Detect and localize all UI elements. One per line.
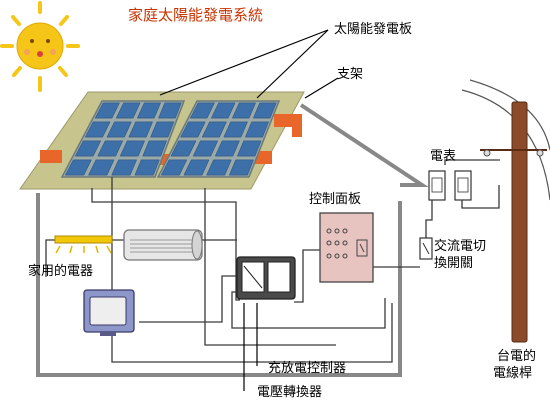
electricity-meter (428, 170, 472, 201)
solar-cell (74, 140, 102, 157)
solar-cell (160, 159, 188, 176)
sun-icon (0, 1, 80, 92)
solar-cell (106, 121, 132, 138)
charge-controller-box (236, 256, 296, 300)
solar-cell (214, 140, 240, 157)
solar-panel (60, 100, 186, 178)
solar-cell (136, 102, 161, 119)
solar-panel (156, 100, 281, 178)
solar-cell (223, 121, 248, 138)
solar-cell (158, 102, 182, 119)
solar-cell (236, 140, 262, 157)
sun-rays (0, 1, 80, 92)
solar-cells (160, 102, 277, 176)
label-pointers (159, 29, 339, 99)
ceiling-light (54, 235, 113, 254)
control-panel (319, 212, 374, 283)
utility-pole-label-line2: 電線桿 (493, 365, 532, 381)
solar-cell (252, 102, 277, 119)
solar-panel-label: 太陽能發電板 (334, 22, 412, 37)
solar-cell (201, 121, 227, 138)
solar-cell (206, 159, 232, 176)
controller-pointers (243, 303, 258, 391)
charge-controller-label: 充放電控制器 (268, 360, 346, 376)
inverter-label: 電壓轉換器 (257, 385, 322, 400)
utility-pole-label-line1: 台電的 (497, 348, 536, 364)
solar-cell (119, 140, 145, 157)
solar-cell (115, 102, 141, 119)
solar-cell (111, 159, 137, 176)
bracket-label: 支架 (337, 67, 363, 82)
control-panel-label: 控制面板 (309, 192, 361, 207)
utility-pole (461, 79, 550, 343)
solar-cell (244, 121, 269, 138)
air-conditioner (123, 229, 203, 261)
solar-cell (97, 140, 124, 157)
solar-cell (170, 140, 197, 157)
solar-cell (189, 102, 215, 119)
ac-switch-label-line1: 交流電切 (434, 238, 486, 254)
solar-cell (134, 159, 160, 176)
solar-cell (84, 121, 111, 138)
solar-cell (142, 140, 167, 157)
ac-switch (419, 237, 433, 260)
solar-cell (88, 159, 115, 176)
solar-cell (94, 102, 120, 119)
television (83, 289, 135, 336)
solar-cell (150, 121, 175, 138)
solar-cells (64, 102, 182, 176)
solar-cell (128, 121, 153, 138)
ac-switch-label-line2: 換開關 (434, 256, 473, 271)
solar-cell (210, 102, 236, 119)
meter-label: 電表 (430, 149, 456, 164)
diagram-title: 家庭太陽能發電系統 (128, 6, 263, 24)
solar-cell (183, 159, 210, 176)
solar-cell (180, 121, 206, 138)
solar-cell (64, 159, 92, 176)
solar-cell (228, 159, 254, 176)
sun-face (16, 22, 64, 70)
house-outline (36, 103, 429, 377)
appliances-label: 家用的電器 (28, 263, 93, 279)
solar-cell (192, 140, 219, 157)
solar-cell (231, 102, 256, 119)
